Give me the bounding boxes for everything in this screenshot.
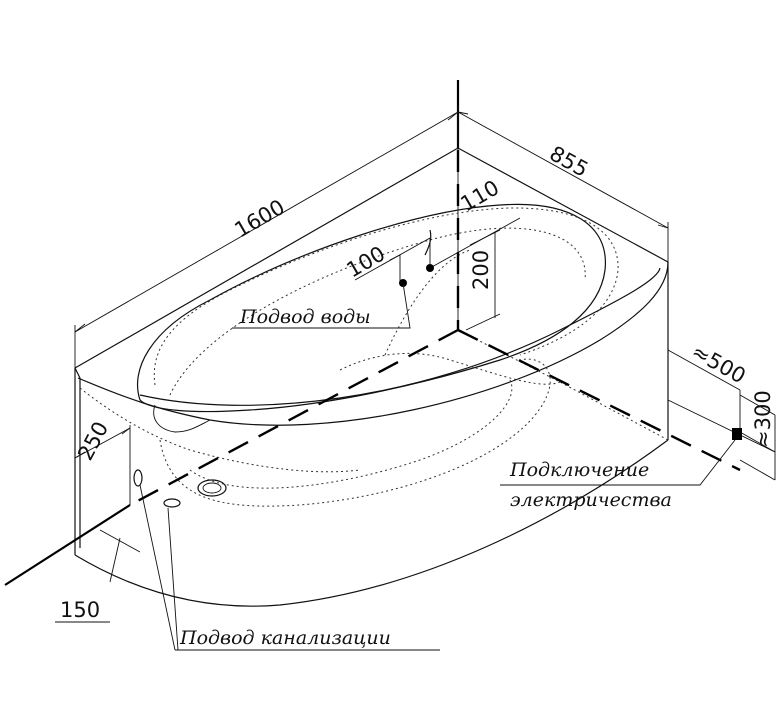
dim-water <box>354 217 521 331</box>
label-sewer: Подвод канализации <box>179 627 391 649</box>
drain-outlet-2 <box>163 498 181 508</box>
label-electric-1: Подключение <box>509 459 649 481</box>
dim-width: 855 <box>546 141 593 181</box>
drain-hole <box>197 479 227 497</box>
dim-elec-offset: ≈500 <box>688 339 750 388</box>
dim-1600 <box>74 105 459 368</box>
tub-bowl <box>136 203 606 497</box>
label-water-supply: Подвод воды <box>239 306 371 328</box>
dim-drain-base: 150 <box>60 598 100 622</box>
dim-water-offset: 100 <box>343 241 390 282</box>
dim-electric <box>500 349 776 486</box>
dim-drain <box>55 425 440 651</box>
dim-water-gap: 110 <box>457 175 504 216</box>
hidden-lines <box>79 207 669 507</box>
dim-855 <box>457 111 669 262</box>
drain-outlet-1 <box>133 469 143 487</box>
tub-outline <box>74 147 669 607</box>
electric-box <box>732 428 742 440</box>
dim-elec-height: ≈300 <box>751 390 775 448</box>
dim-length: 1600 <box>231 195 289 243</box>
dim-drain-offset: 250 <box>73 418 113 465</box>
axes <box>4 80 741 586</box>
water-inlet-2 <box>426 264 434 272</box>
water-leader <box>232 282 411 329</box>
dim-water-height: 200 <box>469 250 493 290</box>
label-electric-2: электричества <box>510 489 672 511</box>
